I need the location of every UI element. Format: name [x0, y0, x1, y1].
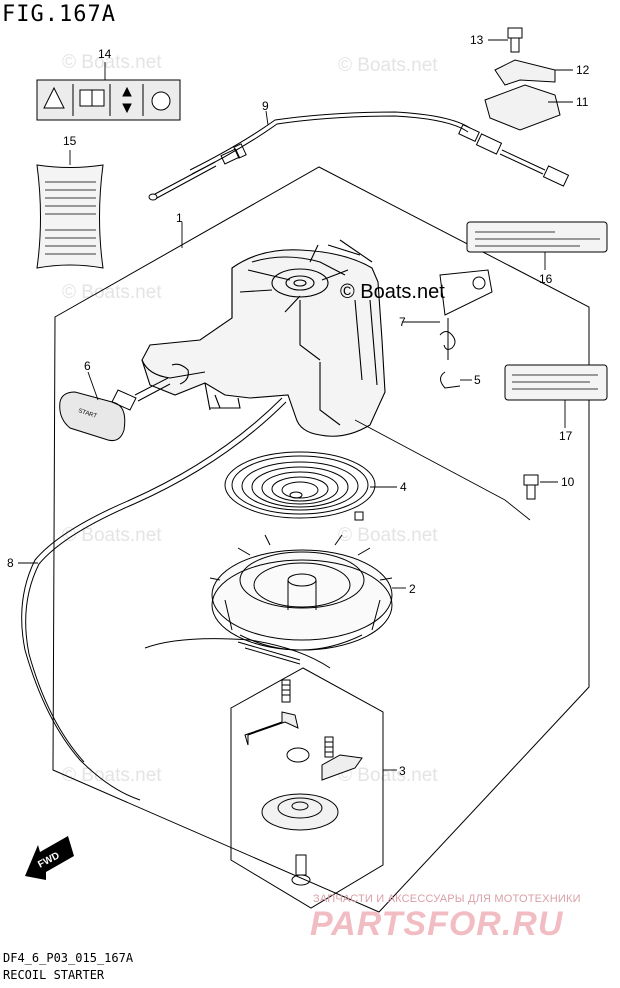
clamp-12 [494, 59, 556, 86]
callout-4: 4 [400, 480, 407, 494]
watermark-boatsnet: © Boats.net [62, 282, 162, 303]
callout-6: 6 [84, 359, 91, 373]
starter-handle [59, 377, 171, 441]
forward-arrow [25, 836, 74, 880]
handle-text: START [77, 408, 97, 420]
pawl-parts [244, 679, 363, 886]
lever-7 [439, 269, 493, 360]
assembly-frame [52, 166, 590, 913]
warning-triangle-icon [43, 86, 65, 109]
clip-5 [440, 371, 461, 389]
callout-5: 5 [474, 373, 481, 387]
up-down-arrow-icon [122, 86, 132, 114]
bracket-11 [484, 84, 561, 131]
watermark-boatsnet: © Boats.net [62, 52, 162, 73]
callout-14: 14 [98, 47, 112, 61]
callout-11: 11 [576, 95, 589, 109]
label-17 [504, 364, 608, 401]
callout-3: 3 [399, 764, 406, 778]
figure-code: DF4_6_P03_015_167A [3, 951, 134, 965]
watermark-boatsnet: © Boats.net [62, 525, 162, 546]
callout-10: 10 [561, 475, 575, 489]
bolt-10 [523, 474, 539, 500]
figure-title: FIG.167A [2, 2, 116, 27]
starter-housing [141, 239, 386, 437]
watermark-boatsnet: © Boats.net [338, 525, 438, 546]
watermark-boatsnet: © Boats.net [338, 55, 438, 76]
shop-watermark-tagline: ЗАПЧАСТИ И АКСЕССУАРЫ ДЛЯ МОТОТЕХНИКИ [313, 893, 581, 905]
starter-cable-9 [148, 111, 570, 201]
callout-12: 12 [576, 63, 590, 77]
callout-8: 8 [7, 556, 14, 570]
label-16 [466, 221, 608, 253]
warning-label-15 [36, 164, 104, 269]
starter-reel [209, 534, 393, 665]
callout-2: 2 [409, 582, 416, 596]
warning-label-14 [36, 79, 181, 121]
watermark-boatsnet: © Boats.net [62, 765, 162, 786]
start-knob-icon [151, 91, 171, 111]
callout-16: 16 [539, 272, 553, 286]
callout-15: 15 [63, 134, 77, 148]
bolt-13 [507, 27, 523, 53]
shop-watermark-logo: PARTSFOR.RU [310, 905, 564, 943]
callout-1: 1 [176, 211, 183, 225]
watermark-boatsnet-main: © Boats.net [340, 281, 445, 303]
callout-7: 7 [399, 315, 406, 329]
watermark-boatsnet: © Boats.net [338, 765, 438, 786]
pawl-subframe [230, 667, 384, 909]
callout-13: 13 [470, 33, 484, 47]
figure-caption: RECOIL STARTER [3, 968, 105, 982]
callout-17: 17 [559, 429, 573, 443]
callout-9: 9 [262, 99, 269, 113]
recoil-spring [224, 451, 376, 521]
